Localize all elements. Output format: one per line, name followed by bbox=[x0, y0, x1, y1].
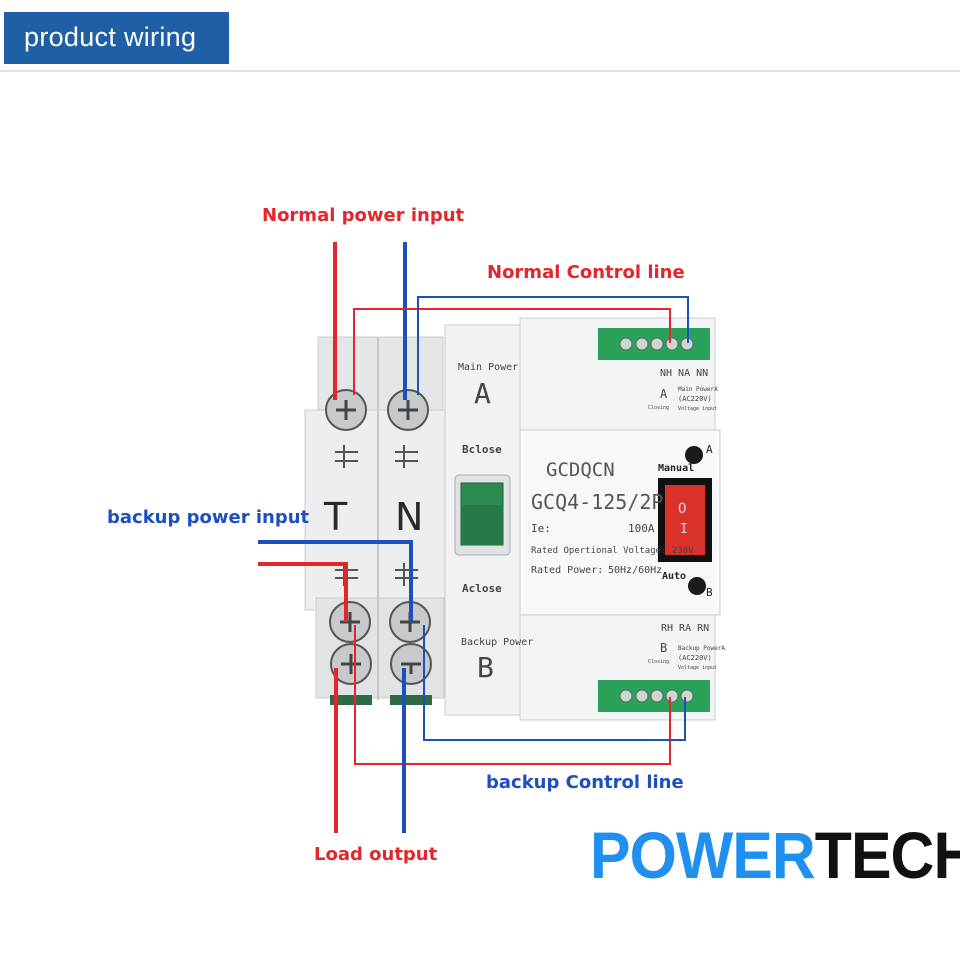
device-brand: GCDQCN bbox=[546, 459, 615, 481]
backup-letter: B bbox=[477, 651, 494, 684]
header-divider bbox=[0, 70, 960, 72]
normal-control-line-label: Normal Control line bbox=[487, 262, 685, 283]
top-side-line1: Main PowerA bbox=[678, 386, 718, 393]
header-title: product wiring bbox=[24, 22, 197, 52]
device-model: GCQ4-125/2P bbox=[531, 490, 663, 514]
load-output-label: Load output bbox=[314, 844, 438, 865]
bottom-side-line3: Voltage input bbox=[678, 665, 717, 671]
normal-power-wires bbox=[333, 242, 407, 400]
load-output-wires bbox=[334, 668, 406, 833]
top-side-line2: (AC220V) bbox=[678, 395, 712, 403]
backup-power-input-label: backup power input bbox=[107, 507, 310, 528]
top-side-closing: Closing bbox=[648, 405, 669, 411]
switch-i-label: I bbox=[680, 522, 688, 537]
bottom-terminals-label: RH RA RN bbox=[661, 623, 709, 634]
indicator-a-label: A bbox=[706, 443, 713, 456]
bottom-side-letter: B bbox=[660, 641, 667, 655]
powertech-logo: POWERTECH bbox=[590, 818, 960, 892]
aclose-label: Aclose bbox=[462, 582, 502, 595]
normal-control-wires bbox=[353, 296, 689, 395]
bottom-side-closing: Closing bbox=[648, 659, 669, 665]
backup-control-wires bbox=[354, 625, 686, 765]
pole-t-label: T bbox=[323, 495, 348, 539]
auto-label: Auto bbox=[662, 571, 686, 582]
main-letter: A bbox=[474, 377, 491, 410]
ie-value: 100A bbox=[628, 522, 655, 535]
rated-power-label: Rated Power: bbox=[531, 565, 603, 576]
device-text: Main Power A Bclose Aclose Backup Power … bbox=[323, 362, 725, 684]
backup-power-label: Backup Power bbox=[461, 637, 533, 648]
header-bar bbox=[4, 12, 229, 64]
rated-voltage: Rated Opertional Voltage: 230V bbox=[531, 546, 694, 556]
backup-control-line-label: backup Control line bbox=[486, 772, 684, 793]
top-side-line3: Voltage input bbox=[678, 406, 717, 412]
bottom-side-line2: (AC220V) bbox=[678, 654, 712, 662]
bottom-side-line1: Backup PowerA bbox=[678, 645, 725, 652]
ie-label: Ie: bbox=[531, 522, 551, 535]
manual-label: Manual bbox=[658, 463, 694, 474]
top-side-letter: A bbox=[660, 387, 668, 401]
pole-n-label: N bbox=[395, 495, 423, 539]
rated-power-value: 50Hz/60Hz bbox=[608, 565, 662, 576]
indicator-b-label: B bbox=[706, 586, 713, 599]
backup-power-wires bbox=[258, 540, 413, 622]
switch-o-label: O bbox=[678, 501, 686, 517]
main-power-label: Main Power bbox=[458, 362, 518, 373]
switch-device-body bbox=[304, 317, 721, 721]
bclose-label: Bclose bbox=[462, 443, 502, 456]
top-terminals-label: NH NA NN bbox=[660, 368, 708, 379]
normal-power-input-label: Normal power input bbox=[262, 205, 465, 226]
